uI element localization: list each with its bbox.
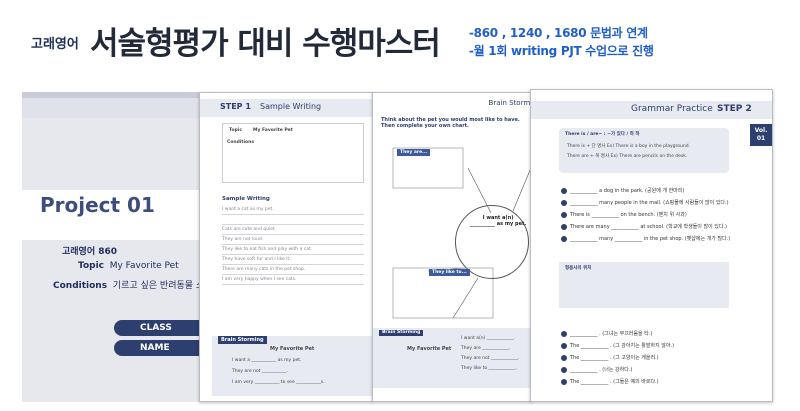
- brainstorm-title: Brain Storming: [488, 99, 532, 107]
- conditions-label: Conditions: [227, 140, 255, 145]
- topic-label: Topic: [229, 128, 242, 133]
- bs-line: They like to ____________.: [461, 366, 517, 371]
- brainstorm-summary: Brain Storming My Favorite Pet I want a(…: [373, 328, 531, 388]
- sample-writing-label: Sample Writing: [222, 196, 270, 202]
- grammar-header: [531, 101, 772, 119]
- conditions-box: Topic My Favorite Pet Conditions: [222, 123, 364, 183]
- sample-line: [222, 215, 364, 225]
- grammar-page: Grammar Practice STEP 2 Vol.01 There is …: [530, 89, 773, 402]
- sample-writing-lines: I want a cat as my pet. Cats are cute an…: [222, 205, 364, 285]
- cover-level: 고래영어 860: [62, 247, 118, 257]
- step1-header: [200, 99, 372, 117]
- rule2-title: 형용사의 위치: [565, 266, 592, 271]
- question: ___________ many people in the mall. (쇼핑…: [561, 199, 729, 206]
- question: There is ___________ on the bench. (벤치 위…: [561, 211, 687, 218]
- step1-label: STEP 1: [220, 102, 251, 111]
- center-caption: I want a(n)__________ as my pet.: [470, 215, 527, 227]
- bs-line: They are ____________.: [461, 346, 511, 351]
- bs-line: They are not ____________.: [461, 356, 520, 361]
- grammar-rule-box: There is / are~ : ~가 있다 / 하 하 There is +…: [559, 128, 729, 173]
- they-like-tag: They like to...: [429, 269, 470, 276]
- step1-page: STEP 1 Sample Writing Topic My Favorite …: [199, 92, 373, 402]
- center-circle: [455, 205, 529, 279]
- brainstorm-box: My Favorite Pet I want a ___________ as …: [212, 336, 372, 396]
- brand-label: 고래영어: [31, 37, 79, 52]
- sample-line: They like to eat fish and play with a ca…: [222, 245, 364, 255]
- bs-label: Brain Storming: [379, 330, 424, 336]
- question: ___________ many ___________ in the pet …: [561, 235, 730, 242]
- bs-title: My Favorite Pet: [270, 346, 315, 352]
- cover-conditions: Conditions 기르고 싶은 반려동물 소개하: [53, 281, 221, 291]
- brainstorm-page: Brain Storming Think about the pet you w…: [372, 92, 532, 402]
- step2-label: STEP 2: [717, 104, 752, 114]
- bs-line: I want a(n) ____________.: [461, 336, 516, 341]
- practice-line: ___________ . (그녀는 부끄러움을 타.): [561, 330, 652, 337]
- step1-subtitle: Sample Writing: [260, 102, 322, 111]
- sample-line: They are not loud.: [222, 235, 364, 245]
- question: There are many ___________ at school. (학…: [561, 223, 727, 230]
- sample-line: I want a cat as my pet.: [222, 205, 364, 215]
- sample-line: Cats are cute and quiet.: [222, 225, 364, 235]
- cover-topic: Topic My Favorite Pet: [78, 261, 179, 271]
- rule-title: There is / are~ : ~가 있다 / 하 하: [565, 132, 640, 137]
- brainstorm-tag: Brain Storming: [218, 336, 267, 344]
- sample-line: There are many cats in the pet shop.: [222, 265, 364, 275]
- they-are-tag: They are...: [397, 149, 431, 156]
- bs-line: I am very ___________ to see ___________…: [232, 380, 325, 385]
- adjective-rule-box: 형용사의 위치: [559, 262, 729, 308]
- project-title: Project 01: [40, 193, 155, 217]
- note-grammar-link: -860 , 1240 , 1680 문법과 연계: [469, 26, 648, 40]
- sample-line: They have soft fur and I like it.: [222, 255, 364, 265]
- practice-line: The ___________ . (그 고양이는 게을러.): [561, 354, 659, 361]
- brainstorm-instruction: Think about the pet you would most like …: [381, 117, 520, 129]
- page-title: 서술형평가 대비 수행마스터: [90, 26, 441, 62]
- rule-line: There are + 복 명사 Ex) There are pencils o…: [567, 154, 688, 159]
- sample-line: I am very happy when I see cats.: [222, 275, 364, 285]
- cover-stripe: [22, 98, 252, 118]
- bs-line: They are not ___________.: [232, 369, 289, 374]
- rule-line: There is + 단 명사 Ex) There is a boy in th…: [567, 144, 690, 149]
- practice-line: The ___________ . (그들은 예의 바르다.): [561, 378, 659, 385]
- bs-title: My Favorite Pet: [407, 346, 452, 352]
- practice-line: ___________ . (너는 강하다.): [561, 366, 632, 373]
- question: ___________ a dog in the park. (공원에 개 한마…: [561, 187, 684, 194]
- practice-line: The ___________ . (그 강아지는 활발하지 않아.): [561, 342, 674, 349]
- vol-badge: Vol.01: [750, 124, 772, 146]
- bs-line: I want a ___________ as my pet.: [232, 358, 302, 363]
- note-monthly: -월 1회 writing PJT 수업으로 진행: [469, 44, 654, 58]
- grammar-title: Grammar Practice: [631, 104, 713, 114]
- topic-value: My Favorite Pet: [253, 128, 293, 133]
